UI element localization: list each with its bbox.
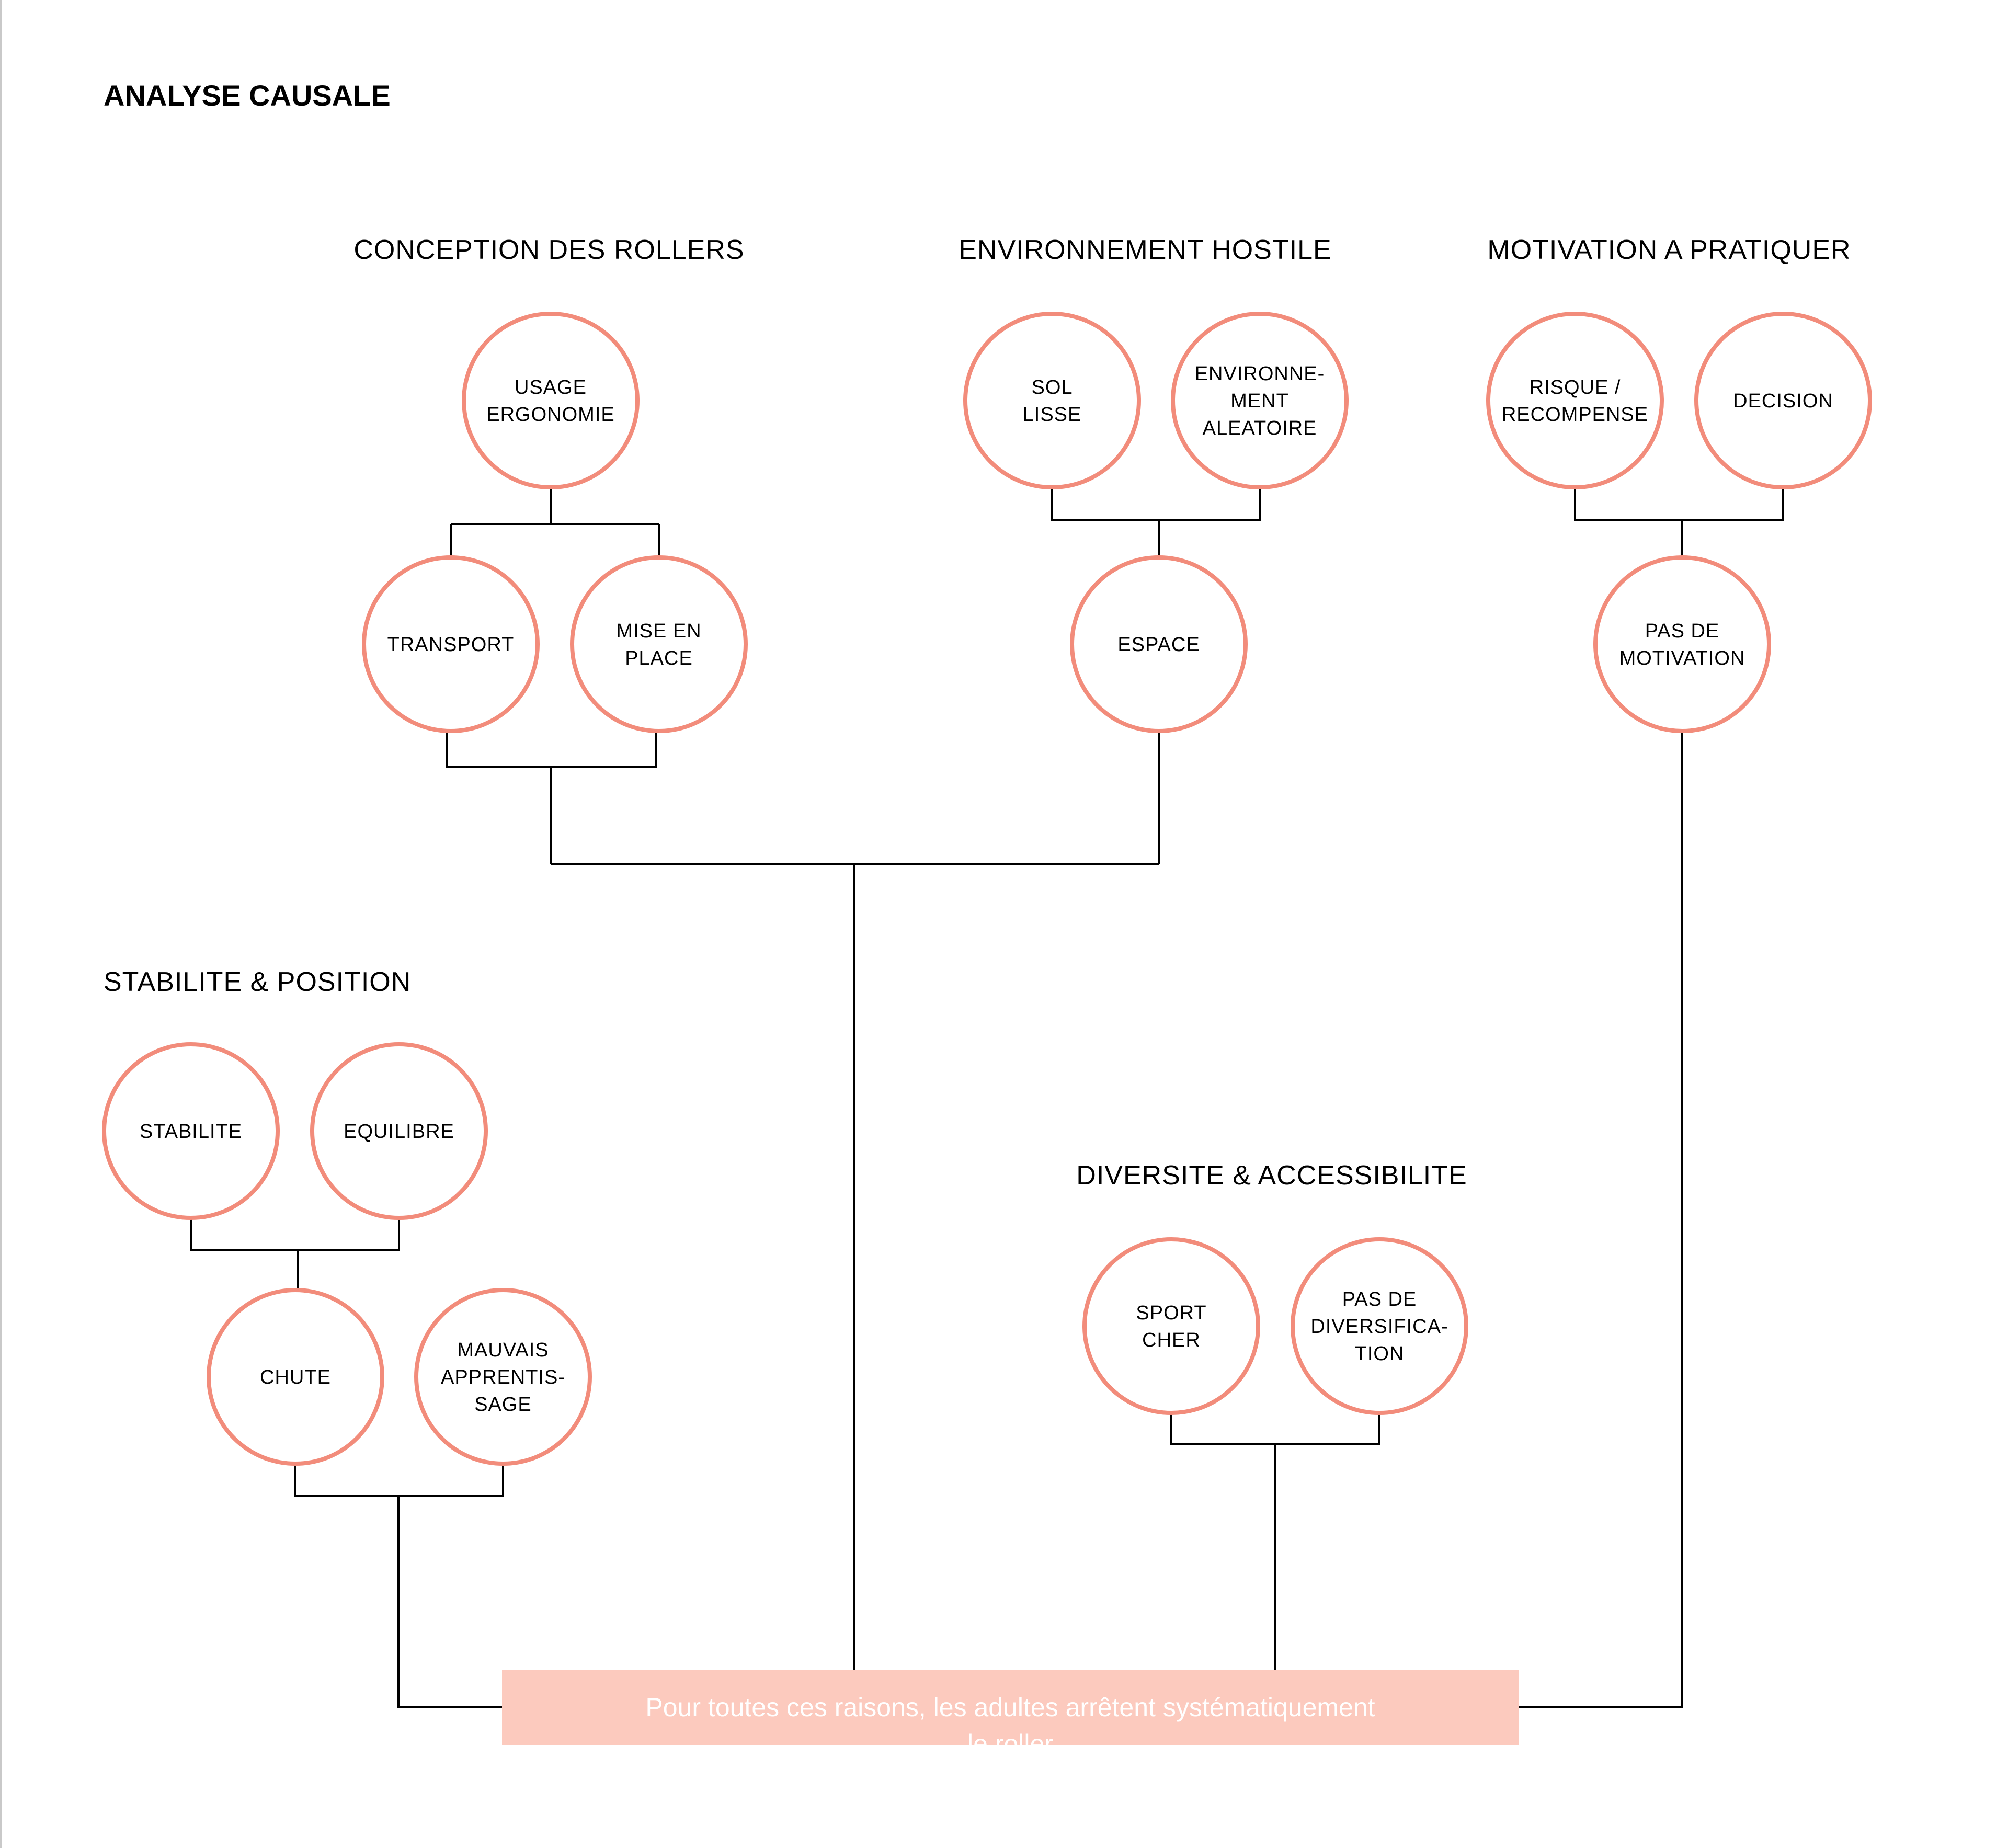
connectors-motivation xyxy=(1519,489,1784,1708)
node-label: SPORT xyxy=(1136,1302,1206,1324)
connector-chute-mauvais-bracket xyxy=(294,1465,504,1497)
group-title-stabilite: STABILITE & POSITION xyxy=(104,967,411,997)
group-title-conception: CONCEPTION DES ROLLERS xyxy=(353,235,744,265)
node-mauvais-apprentissage: MAUVAIS APPRENTIS- SAGE xyxy=(414,1288,592,1466)
node-label: DECISION xyxy=(1733,390,1833,412)
node-mise-en-place: MISE EN PLACE xyxy=(570,555,748,733)
connector-transport-mise-bracket xyxy=(446,732,657,864)
node-label: ENVIRONNE- xyxy=(1195,363,1325,385)
node-label: MENT xyxy=(1230,390,1289,412)
node-label: USAGE xyxy=(515,377,587,398)
left-edge-rule xyxy=(0,0,2,1848)
conclusion-line-1: Pour toutes ces raisons, les adultes arr… xyxy=(645,1693,1375,1722)
node-label: MAUVAIS xyxy=(457,1339,549,1361)
node-circle xyxy=(1291,1237,1468,1415)
node-transport: TRANSPORT xyxy=(362,555,540,733)
node-label: PLACE xyxy=(625,647,693,669)
node-label: DIVERSIFICA- xyxy=(1310,1316,1448,1338)
node-circle xyxy=(414,1288,592,1466)
node-circle xyxy=(570,555,748,733)
node-label: EQUILIBRE xyxy=(344,1121,454,1143)
node-label: CHUTE xyxy=(260,1366,331,1388)
node-label: STABILITE xyxy=(140,1121,242,1143)
node-circle xyxy=(1082,1237,1260,1415)
group-title-environnement: ENVIRONNEMENT HOSTILE xyxy=(959,235,1331,265)
node-label: SOL xyxy=(1031,377,1073,398)
node-circle xyxy=(310,1042,488,1220)
node-label: ESPACE xyxy=(1117,634,1200,656)
connector-risque-decision-bracket xyxy=(1574,489,1784,556)
node-circle xyxy=(102,1042,280,1220)
node-label: TRANSPORT xyxy=(387,634,515,656)
node-espace: ESPACE xyxy=(1070,555,1248,733)
node-pas-de-motivation: PAS DE MOTIVATION xyxy=(1593,555,1771,733)
node-label: TION xyxy=(1355,1343,1405,1365)
node-circle xyxy=(362,555,540,733)
connector-merge-conception-environnement xyxy=(551,863,1159,1670)
node-label: ALEATOIRE xyxy=(1203,417,1317,439)
connectors-diversite xyxy=(1170,1414,1380,1670)
group-title-diversite: DIVERSITE & ACCESSIBILITE xyxy=(1076,1160,1467,1191)
node-circle xyxy=(1694,312,1872,489)
node-label: LISSE xyxy=(1023,404,1082,426)
node-label: MISE EN xyxy=(616,620,701,642)
connectors-conception xyxy=(446,489,660,864)
connectors-stabilite xyxy=(190,1219,504,1708)
node-circle xyxy=(963,312,1141,489)
node-pas-de-diversification: PAS DE DIVERSIFICA- TION xyxy=(1291,1237,1468,1415)
connector-usage-to-transport-mise xyxy=(450,489,660,556)
node-circle xyxy=(1070,555,1248,733)
node-sport-cher: SPORT CHER xyxy=(1082,1237,1260,1415)
node-circle xyxy=(462,312,640,489)
node-risque: RISQUE / RECOMPENSE xyxy=(1486,312,1664,489)
node-label: PAS DE xyxy=(1342,1288,1417,1310)
node-circle xyxy=(1486,312,1664,489)
connector-stabilite-equilibre-bracket xyxy=(190,1219,400,1289)
connector-stabilite-to-conclusion xyxy=(397,1496,502,1708)
node-usage: USAGE ERGONOMIE xyxy=(462,312,640,489)
node-chute: CHUTE xyxy=(207,1288,384,1466)
connector-sport-diversification-bracket xyxy=(1170,1414,1380,1445)
node-label: ERGONOMIE xyxy=(486,404,614,426)
conclusion-line-2: le roller xyxy=(967,1729,1053,1759)
node-environnement-aleatoire: ENVIRONNE- MENT ALEATOIRE xyxy=(1171,312,1349,489)
node-label: RECOMPENSE xyxy=(1502,404,1648,426)
nodes: USAGE ERGONOMIE TRANSPORT MISE EN PLACE SOL LI… xyxy=(102,312,1872,1466)
node-circle xyxy=(1593,555,1771,733)
node-label: CHER xyxy=(1142,1329,1201,1351)
node-stabilite: STABILITE xyxy=(102,1042,280,1220)
node-equilibre: EQUILIBRE xyxy=(310,1042,488,1220)
node-sol-lisse: SOL LISSE xyxy=(963,312,1141,489)
connector-motivation-to-conclusion xyxy=(1519,732,1683,1708)
node-label: PAS DE xyxy=(1645,620,1720,642)
node-circle xyxy=(207,1288,384,1466)
node-circle xyxy=(1171,312,1349,489)
node-label: SAGE xyxy=(474,1394,532,1416)
page-title: ANALYSE CAUSALE xyxy=(104,79,391,112)
node-label: RISQUE / xyxy=(1530,377,1621,398)
node-label: APPRENTIS- xyxy=(441,1366,565,1388)
connector-sol-env-bracket xyxy=(1051,489,1261,556)
node-label: MOTIVATION xyxy=(1619,647,1745,669)
node-decision: DECISION xyxy=(1694,312,1872,489)
conclusion-box xyxy=(502,1670,1519,1745)
connectors-environnement xyxy=(1051,489,1261,864)
group-title-motivation: MOTIVATION A PRATIQUER xyxy=(1487,235,1851,265)
